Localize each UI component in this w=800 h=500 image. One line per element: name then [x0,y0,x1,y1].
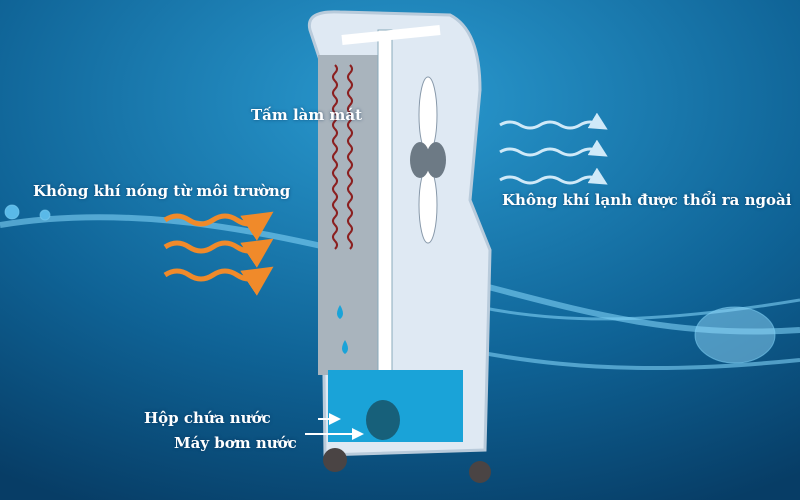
hot-air-label: Không khí nóng từ môi trường [33,182,291,200]
cool-air-label: Không khí lạnh được thổi ra ngoài [502,191,792,209]
hot-air-arrows [163,211,274,296]
cooling-pad-label: Tấm làm mát [251,106,363,124]
cooling-pad [318,55,378,375]
water-tank-label: Hộp chứa nước [144,409,271,427]
water-pump [366,400,400,440]
wheel [469,461,491,483]
wheel [323,448,347,472]
fan-icon [410,76,446,244]
water-pump-label: Máy bơm nước [174,434,297,452]
cooler-body [307,10,492,483]
cool-air-arrows [499,112,608,185]
